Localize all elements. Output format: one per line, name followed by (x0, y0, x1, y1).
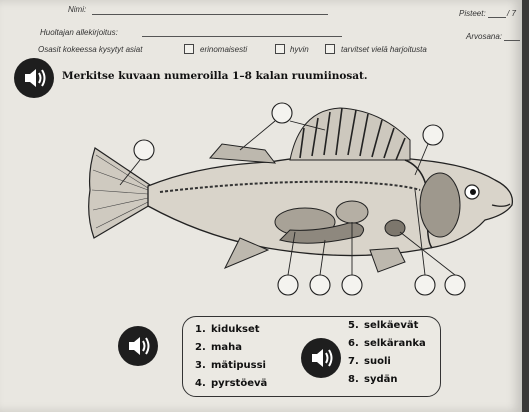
legend-label: suoli (364, 356, 391, 367)
legend-item-7: 7.suoli (348, 356, 391, 367)
stomach (336, 201, 368, 223)
pelvic-fin (370, 248, 405, 272)
label-circle-intestine[interactable] (310, 275, 330, 295)
rear-dorsal-fin (210, 144, 275, 163)
legend-number: 6. (348, 338, 364, 349)
legend-label: maha (211, 342, 242, 353)
legend-audio-button-right[interactable] (301, 338, 341, 378)
legend-number: 3. (195, 360, 211, 371)
legend-item-6: 6.selkäranka (348, 338, 426, 349)
label-circle-tail[interactable] (134, 140, 154, 160)
legend-item-2: 2.maha (195, 342, 242, 353)
legend-item-4: 4.pyrstöevä (195, 378, 267, 389)
legend-label: pyrstöevä (211, 378, 267, 389)
pupil (470, 189, 476, 195)
label-circle-heart[interactable] (445, 275, 465, 295)
gills (420, 173, 460, 237)
legend-number: 4. (195, 378, 211, 389)
label-circle-dorsal[interactable] (272, 103, 292, 123)
legend-label: kidukset (211, 324, 260, 335)
label-circle-spine[interactable] (415, 275, 435, 295)
legend-label: sydän (364, 374, 398, 385)
speaker-icon (118, 326, 158, 366)
legend-label: selkäranka (364, 338, 426, 349)
legend-number: 1. (195, 324, 211, 335)
fish-anatomy-diagram (0, 0, 522, 300)
speaker-icon (301, 338, 341, 378)
legend-number: 2. (195, 342, 211, 353)
legend-item-5: 5.selkäevät (348, 320, 418, 331)
legend-item-8: 8.sydän (348, 374, 398, 385)
legend-item-3: 3.mätipussi (195, 360, 266, 371)
legend-number: 5. (348, 320, 364, 331)
legend-label: selkäevät (364, 320, 418, 331)
legend-item-1: 1.kidukset (195, 324, 260, 335)
legend-number: 7. (348, 356, 364, 367)
tail-fin (89, 148, 150, 238)
legend-label: mätipussi (211, 360, 266, 371)
label-circle-stomach[interactable] (342, 275, 362, 295)
legend-number: 8. (348, 374, 364, 385)
label-circle-roe[interactable] (278, 275, 298, 295)
legend-audio-button-left[interactable] (118, 326, 158, 366)
label-circle-gills[interactable] (423, 125, 443, 145)
